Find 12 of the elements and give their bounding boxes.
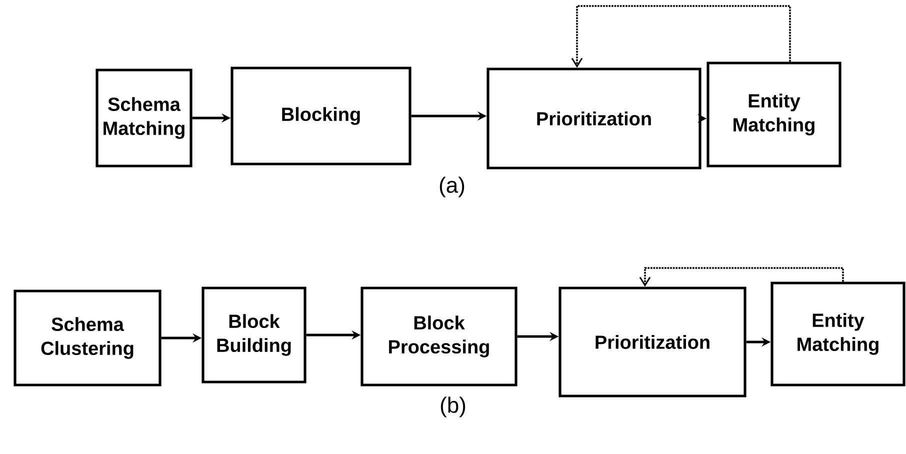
process-box: Block Building <box>202 286 306 384</box>
process-box: Block Processing <box>360 286 518 386</box>
process-box: Schema Matching <box>96 68 192 168</box>
process-box: Schema Clustering <box>14 290 162 386</box>
process-box: Prioritization <box>558 286 746 398</box>
process-box: Blocking <box>230 66 412 166</box>
caption: (a) <box>440 176 464 198</box>
arrow <box>639 267 844 287</box>
arrow <box>571 5 791 68</box>
process-box: Entity Matching <box>770 282 906 386</box>
process-box: Prioritization <box>486 68 702 170</box>
process-box: Entity Matching <box>706 62 842 168</box>
